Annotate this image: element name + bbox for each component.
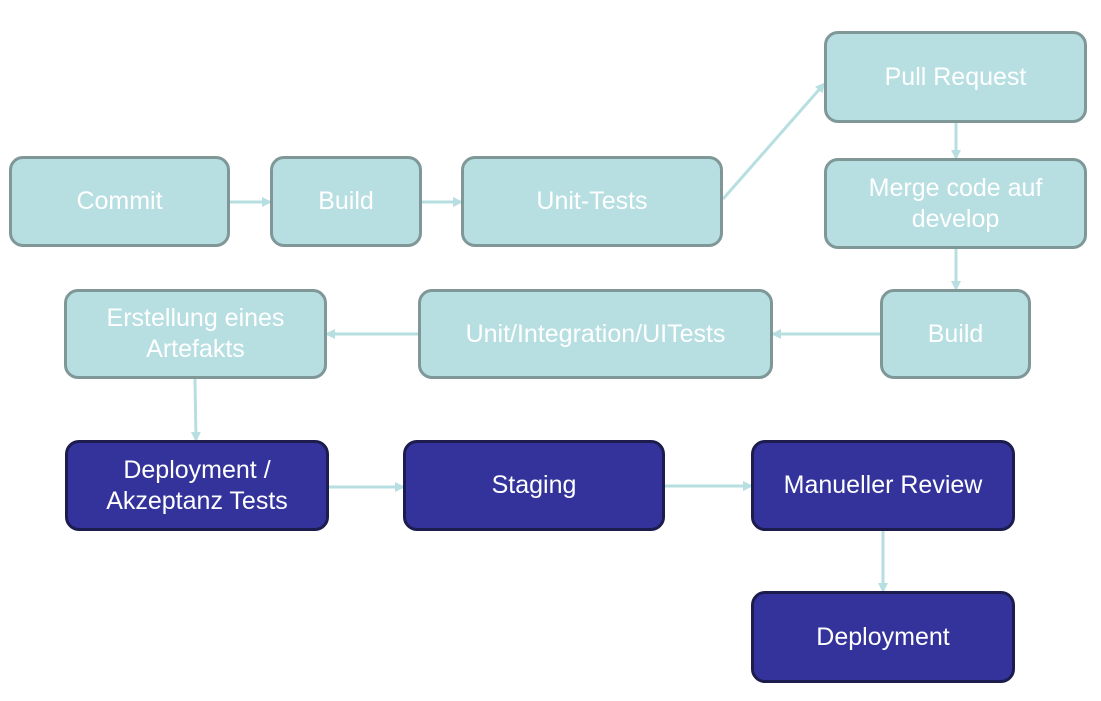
node-build-2-label: Build bbox=[927, 319, 984, 348]
node-merge-code-label: Merge code auf develop bbox=[868, 173, 1043, 233]
node-commit-label: Commit bbox=[76, 187, 163, 215]
node-build-1-label: Build bbox=[318, 187, 374, 215]
edge-artifact-deployment-acceptance bbox=[190, 378, 201, 442]
node-unit-tests: Unit-Tests bbox=[461, 156, 723, 247]
node-manual-review: Manueller Review bbox=[751, 440, 1015, 531]
node-pull-request: Pull Request bbox=[824, 31, 1087, 123]
node-deployment: Deployment bbox=[751, 591, 1015, 683]
node-manual-review-label: Manueller Review bbox=[783, 471, 983, 499]
node-deployment-acceptance: Deployment / Akzeptanz Tests bbox=[65, 440, 329, 531]
node-unit-integration-ui-tests-label: Unit/Integration/UITests bbox=[465, 319, 726, 348]
node-commit: Commit bbox=[9, 156, 230, 247]
node-merge-code: Merge code auf develop bbox=[824, 158, 1087, 249]
node-staging-label: Staging bbox=[491, 471, 577, 499]
edge-unit-tests-pull-request bbox=[721, 82, 826, 200]
node-deployment-acceptance-label: Deployment / Akzeptanz Tests bbox=[106, 455, 288, 515]
node-artifact-label: Erstellung eines Artefakts bbox=[106, 304, 285, 363]
node-build-1: Build bbox=[270, 156, 422, 247]
node-deployment-label: Deployment bbox=[816, 622, 950, 651]
node-unit-integration-ui-tests: Unit/Integration/UITests bbox=[418, 289, 773, 379]
node-build-2: Build bbox=[880, 289, 1031, 379]
node-unit-tests-label: Unit-Tests bbox=[536, 187, 648, 215]
node-pull-request-label: Pull Request bbox=[884, 62, 1027, 91]
node-staging: Staging bbox=[403, 440, 665, 531]
node-artifact: Erstellung eines Artefakts bbox=[64, 289, 327, 379]
